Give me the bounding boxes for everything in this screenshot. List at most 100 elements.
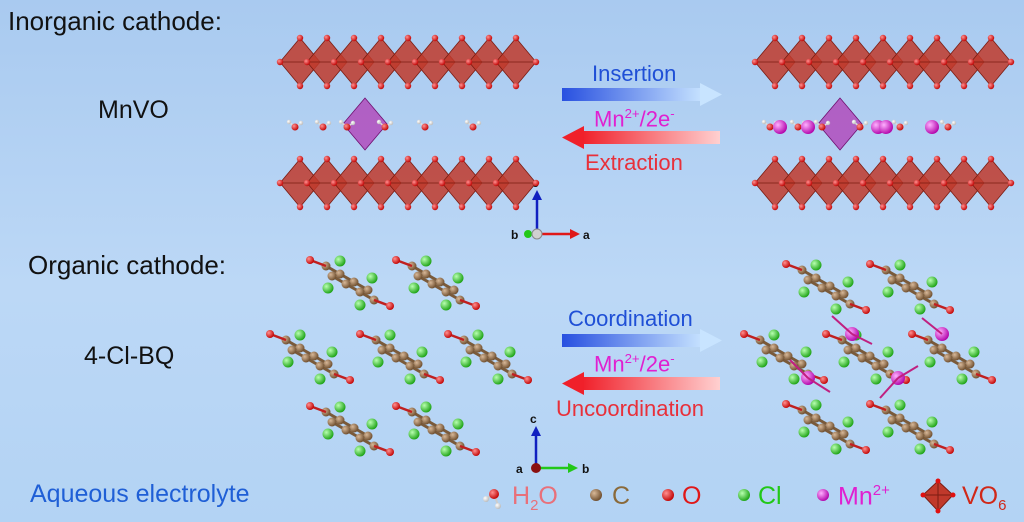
chlorine-atom bbox=[282, 356, 294, 368]
uncoordination-arrow bbox=[562, 372, 720, 395]
oxygen-atom bbox=[908, 330, 916, 338]
chlorine-atom bbox=[800, 346, 812, 358]
insertion-arrow bbox=[562, 83, 722, 106]
carbon-atom bbox=[363, 431, 373, 441]
oxygen-atom bbox=[960, 34, 968, 42]
bond bbox=[375, 338, 419, 366]
oxygen-atom bbox=[852, 155, 860, 163]
oxygen-atom bbox=[940, 179, 948, 187]
carbon-atom bbox=[391, 353, 401, 363]
chlorine-atom bbox=[830, 303, 842, 315]
oxygen-atom bbox=[866, 400, 874, 408]
carbon-atom bbox=[355, 433, 365, 443]
oxygen-atom bbox=[458, 82, 466, 90]
chlorine-atom bbox=[354, 445, 366, 457]
oxygen-atom bbox=[778, 179, 786, 187]
mn-ion-label-top: Mn2+/2e- bbox=[594, 106, 675, 132]
hydrogen-atom bbox=[298, 120, 304, 126]
oxygen-atom bbox=[879, 34, 887, 42]
oxygen-atom bbox=[330, 179, 338, 187]
carbon-atom bbox=[341, 425, 351, 435]
oxygen-atom bbox=[862, 306, 870, 314]
axis-top-a: a bbox=[583, 228, 590, 242]
oxygen-atom bbox=[771, 82, 779, 90]
chlorine-atom bbox=[870, 373, 882, 385]
chlorine-atom bbox=[882, 426, 894, 438]
chlorine-atom bbox=[788, 373, 800, 385]
manganese-ion bbox=[925, 120, 939, 134]
carbon-atom bbox=[789, 361, 799, 371]
chlorine-atom bbox=[452, 418, 464, 430]
hydrogen-atom bbox=[939, 119, 945, 125]
carbon-atom bbox=[405, 361, 415, 371]
oxygen-atom bbox=[906, 203, 914, 211]
oxygen-atom bbox=[940, 58, 948, 66]
chlorine-atom bbox=[372, 356, 384, 368]
carbon-atom bbox=[341, 279, 351, 289]
chlorine-atom bbox=[334, 401, 346, 413]
carbon-atom bbox=[775, 353, 785, 363]
carbon-atom bbox=[937, 343, 947, 353]
carbon-atom bbox=[783, 351, 793, 361]
chlorine-atom bbox=[492, 373, 504, 385]
hydrogen-atom bbox=[286, 119, 292, 125]
bond bbox=[891, 418, 935, 446]
carbon-atom bbox=[887, 275, 897, 285]
oxygen-atom bbox=[933, 203, 941, 211]
carbon-atom bbox=[909, 281, 919, 291]
bond bbox=[463, 338, 507, 366]
oxygen-atom bbox=[404, 155, 412, 163]
oxygen-atom bbox=[319, 123, 327, 131]
chlorine-atom bbox=[460, 356, 472, 368]
carbon-atom bbox=[909, 421, 919, 431]
chlorine-atom bbox=[366, 418, 378, 430]
bond bbox=[381, 348, 425, 376]
carbon-atom bbox=[811, 273, 821, 283]
oxygen-atom bbox=[825, 155, 833, 163]
oxygen-atom bbox=[512, 82, 520, 90]
carbon-atom bbox=[465, 345, 475, 355]
bond bbox=[325, 264, 369, 292]
oxygen-atom bbox=[404, 34, 412, 42]
chlorine-atom bbox=[452, 272, 464, 284]
oxygen-atom bbox=[411, 179, 419, 187]
chlorine-atom bbox=[882, 346, 894, 358]
oxygen-atom bbox=[291, 123, 299, 131]
water-icon bbox=[483, 489, 501, 509]
bond bbox=[801, 408, 845, 436]
oxygen-atom bbox=[469, 123, 477, 131]
chlorine-atom bbox=[768, 329, 780, 341]
legend-vo6-label: VO6 bbox=[962, 482, 1007, 514]
oxygen-atom bbox=[296, 34, 304, 42]
axis-top-b: b bbox=[511, 228, 519, 242]
coordination-arrow bbox=[562, 329, 722, 352]
bond bbox=[291, 348, 335, 376]
oxygen-atom bbox=[492, 58, 500, 66]
oxygen-atom bbox=[906, 155, 914, 163]
mnvo-structure-right bbox=[751, 34, 1015, 211]
legend-c-label: C bbox=[612, 482, 631, 510]
oxygen-atom bbox=[392, 256, 400, 264]
organic-cathode-title: Organic cathode: bbox=[28, 250, 227, 280]
oxygen-atom bbox=[377, 82, 385, 90]
chlorine-atom bbox=[294, 329, 306, 341]
carbon-atom bbox=[335, 415, 345, 425]
oxygen-atom bbox=[438, 179, 446, 187]
manganese-atom-icon bbox=[817, 489, 829, 501]
oxygen-atom bbox=[832, 179, 840, 187]
manganese-ion bbox=[879, 120, 893, 134]
legend-h2o-label: H2O bbox=[512, 482, 558, 514]
oxygen-atom bbox=[856, 123, 864, 131]
axis-bottom-c: c bbox=[530, 412, 537, 426]
carbon-atom bbox=[349, 423, 359, 433]
oxygen-atom bbox=[465, 179, 473, 187]
chlorine-atom bbox=[440, 299, 452, 311]
carbon-atom bbox=[427, 279, 437, 289]
oxygen-atom bbox=[384, 58, 392, 66]
oxygen-atom bbox=[825, 82, 833, 90]
hydrogen-atom bbox=[851, 119, 857, 125]
oxygen-atom bbox=[832, 58, 840, 66]
carbon-atom bbox=[441, 433, 451, 443]
mn-o-bond bbox=[879, 377, 899, 399]
chlorine-atom bbox=[504, 346, 516, 358]
